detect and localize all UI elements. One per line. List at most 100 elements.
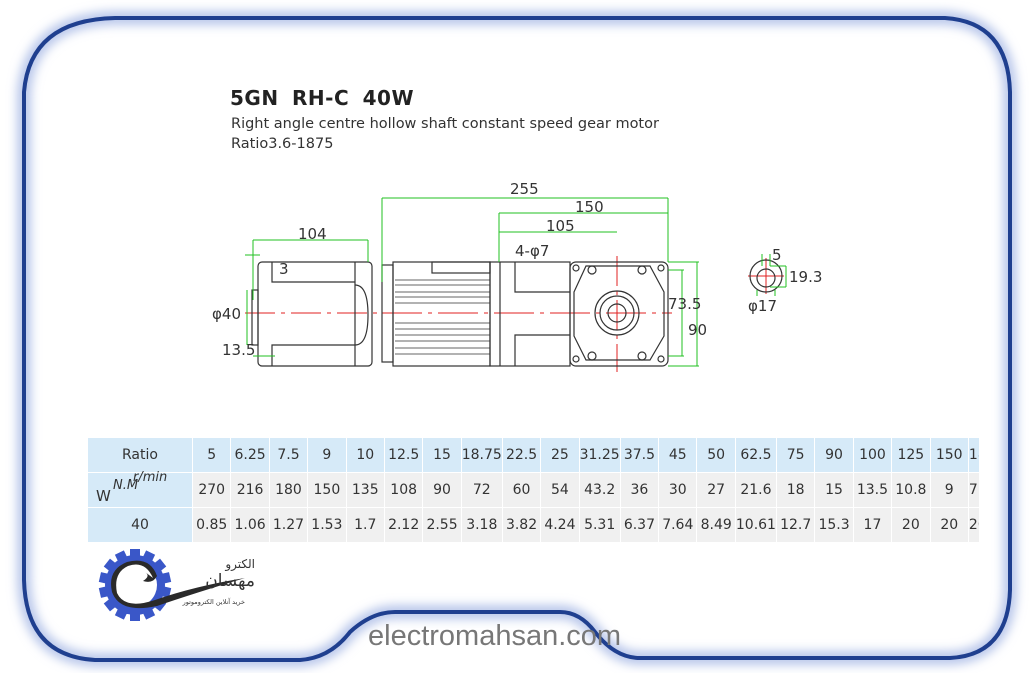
shaft-view bbox=[749, 259, 783, 293]
dim-phi40: φ40 bbox=[212, 305, 241, 323]
ratio-cell: 6.25 bbox=[230, 437, 270, 473]
torque-cell: 1.27 bbox=[268, 507, 309, 543]
ratio-cell: 10 bbox=[345, 437, 385, 473]
torque-cell: 1.06 bbox=[230, 507, 270, 543]
gear-tooth bbox=[114, 550, 129, 564]
centerlines bbox=[245, 256, 784, 372]
dim-104: 104 bbox=[298, 225, 327, 243]
dim-73-5: 73.5 bbox=[668, 295, 701, 313]
speed-cell: 135 bbox=[345, 472, 385, 508]
torque-cell: 7.64 bbox=[658, 507, 698, 543]
gear-tooth bbox=[114, 606, 129, 620]
ratio-cell: 12.5 bbox=[383, 437, 424, 473]
torque-cell: 1.7 bbox=[345, 507, 385, 543]
torque-cell: 2.55 bbox=[422, 507, 462, 543]
speed-cell: 216 bbox=[230, 472, 270, 508]
logo-tagline: خرید آنلاین الکتروموتور bbox=[182, 597, 245, 606]
gear-tooth bbox=[130, 549, 140, 559]
swoosh-icon bbox=[111, 560, 245, 609]
product-subtitle: Right angle centre hollow shaft constant… bbox=[231, 116, 659, 132]
speed-cell: 90 bbox=[422, 472, 462, 508]
torque-cell: 3.82 bbox=[501, 507, 542, 543]
dim-105: 105 bbox=[546, 217, 575, 235]
unit-w: W bbox=[96, 487, 111, 505]
dimension-labels: 255 150 105 104 4-φ7 3 φ40 13.5 73.5 90 … bbox=[212, 180, 822, 359]
gear-tooth bbox=[141, 550, 156, 564]
ratio-cell: 125 bbox=[891, 437, 931, 473]
speed-cell: 9 bbox=[929, 472, 969, 508]
speed-cell: 150 bbox=[307, 472, 347, 508]
torque-cell: 20 bbox=[967, 507, 980, 543]
torque-cell: 15.3 bbox=[814, 507, 854, 543]
units-corner-cell: W N.M r/min bbox=[87, 470, 193, 508]
logo-line1: الکترو bbox=[224, 557, 255, 572]
ratio-cell: 22.5 bbox=[501, 437, 542, 473]
speed-cell: 43.2 bbox=[578, 472, 621, 508]
torque-cell: 20 bbox=[929, 507, 969, 543]
side-view bbox=[251, 261, 373, 367]
ratio-cell: 37.5 bbox=[619, 437, 660, 473]
torque-cell: 12.7 bbox=[775, 507, 816, 543]
speed-cell: 108 bbox=[383, 472, 424, 508]
speed-cell: 270 bbox=[191, 472, 232, 508]
gear-tooth bbox=[152, 558, 167, 573]
torque-cell: 1.53 bbox=[307, 507, 347, 543]
speed-cell: 60 bbox=[501, 472, 542, 508]
dim-3: 3 bbox=[279, 260, 289, 278]
speed-cell: 21.6 bbox=[734, 472, 777, 508]
ratio-cell: 18.75 bbox=[460, 437, 503, 473]
gear-tooth bbox=[141, 606, 156, 620]
dim-5: 5 bbox=[772, 246, 782, 264]
dim-phi17: φ17 bbox=[748, 297, 777, 315]
dim-holes: 4-φ7 bbox=[515, 242, 549, 260]
speed-cell: 7.2 bbox=[967, 472, 980, 508]
torque-cell: 4.24 bbox=[540, 507, 580, 543]
torque-cell: 0.85 bbox=[191, 507, 232, 543]
ratio-label: Ratio bbox=[87, 437, 193, 473]
ratio-cell: 45 bbox=[658, 437, 698, 473]
speed-cell: 10.8 bbox=[891, 472, 931, 508]
ratio-cell: 75 bbox=[775, 437, 816, 473]
speed-cell: 13.5 bbox=[852, 472, 893, 508]
logo-line2: مهسان bbox=[205, 571, 255, 591]
website-url: electromahsan.com bbox=[368, 620, 622, 652]
ratio-cell: 150 bbox=[929, 437, 969, 473]
dim-19-3: 19.3 bbox=[789, 268, 822, 286]
ratio-cell: 25 bbox=[540, 437, 580, 473]
speed-cell: 18 bbox=[775, 472, 816, 508]
gear-tooth bbox=[130, 611, 140, 621]
ratio-cell: 5 bbox=[191, 437, 232, 473]
torque-cell: 17 bbox=[852, 507, 893, 543]
gear-tooth bbox=[103, 558, 118, 573]
gear-tooth bbox=[159, 585, 172, 598]
ratio-cell: 62.5 bbox=[734, 437, 777, 473]
speed-cell: 54 bbox=[540, 472, 580, 508]
ratio-cell: 9 bbox=[307, 437, 347, 473]
gear-tooth bbox=[98, 585, 111, 598]
torque-cell: 10.61 bbox=[734, 507, 777, 543]
dim-255: 255 bbox=[510, 180, 539, 198]
product-title: 5GN RH-C 40W bbox=[230, 86, 415, 110]
ratio-range: Ratio3.6-1875 bbox=[231, 136, 334, 152]
torque-cell: 5.31 bbox=[578, 507, 621, 543]
logo: الکترو مهسان خرید آنلاین الکتروموتور bbox=[98, 549, 255, 621]
torque-cell: 8.49 bbox=[696, 507, 736, 543]
speed-cell: 30 bbox=[658, 472, 698, 508]
speed-cell: 72 bbox=[460, 472, 503, 508]
torque-cell: 20 bbox=[891, 507, 931, 543]
dim-13-5: 13.5 bbox=[222, 341, 255, 359]
speed-cell: 36 bbox=[619, 472, 660, 508]
torque-cell: 3.18 bbox=[460, 507, 503, 543]
unit-nm: N.M bbox=[113, 478, 139, 493]
technical-drawing: 255 150 105 104 4-φ7 3 φ40 13.5 73.5 90 … bbox=[212, 180, 822, 372]
ratio-cell: 7.5 bbox=[268, 437, 309, 473]
ratio-cell: 90 bbox=[814, 437, 854, 473]
ratio-cell: 100 bbox=[852, 437, 893, 473]
gear-tooth bbox=[98, 572, 111, 585]
torque-cell: 6.37 bbox=[619, 507, 660, 543]
ratio-cell: 50 bbox=[696, 437, 736, 473]
gear-tooth bbox=[103, 597, 118, 612]
